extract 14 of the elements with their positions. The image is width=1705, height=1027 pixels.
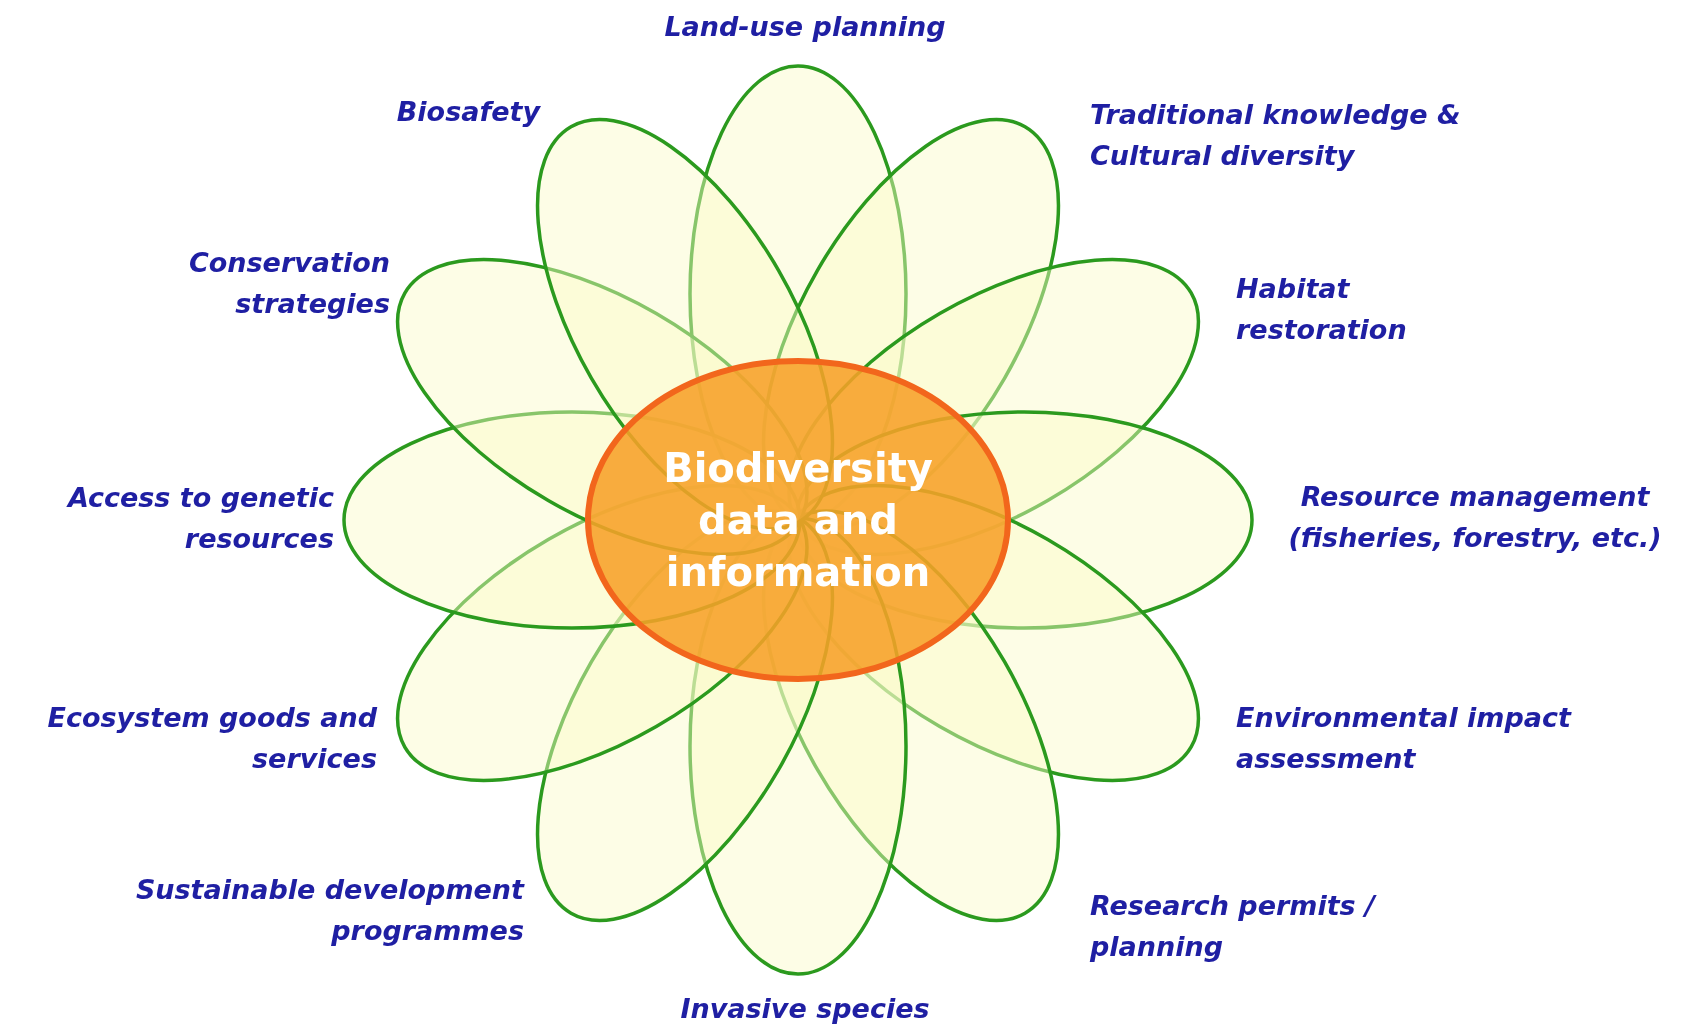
- petal-label: Environmental impact assessment: [1236, 701, 1573, 776]
- petal-label: Traditional knowledge & Cultural diversity: [1090, 98, 1462, 173]
- petal-label: Resource management (fisheries, forestry, etc.): [1287, 480, 1663, 555]
- petal-label: Access to genetic resources: [65, 481, 334, 556]
- petal-label: Ecosystem goods and services: [46, 701, 377, 776]
- center-title: Biodiversity data and information: [663, 444, 933, 597]
- petal-label: Invasive species: [679, 992, 931, 1026]
- petal-label: Biosafety: [395, 95, 540, 129]
- petal-label: Habitat restoration: [1236, 272, 1408, 347]
- center-ellipse: [585, 358, 1011, 682]
- petal-label: Conservation strategies: [187, 246, 390, 321]
- petal-label: Research permits / planning: [1090, 889, 1378, 964]
- petal-label: Sustainable development programmes: [134, 873, 524, 948]
- petal-label: Land-use planning: [663, 10, 947, 44]
